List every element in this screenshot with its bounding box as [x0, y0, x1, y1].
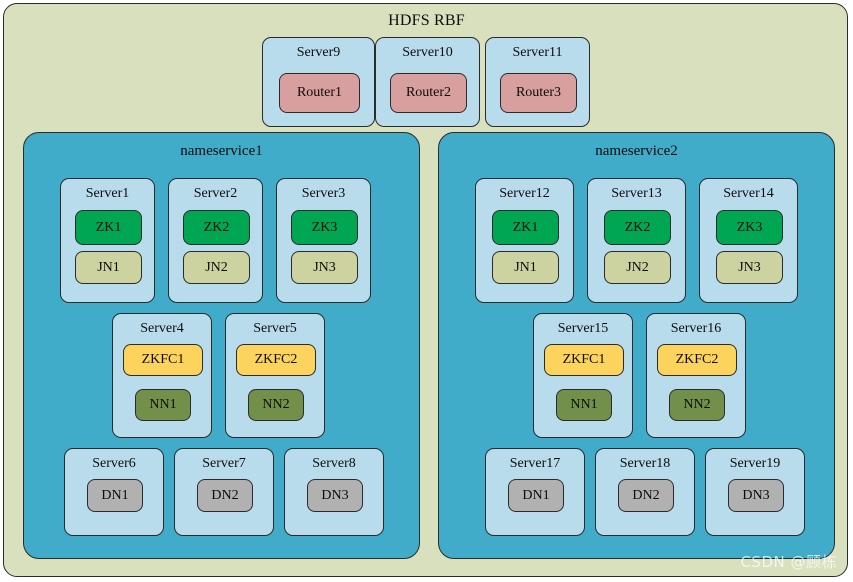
server-label: Server19 [729, 456, 781, 471]
server-label: Server10 [402, 45, 453, 60]
server-label: Server3 [301, 186, 346, 201]
server-label: Server9 [296, 45, 341, 60]
nameservice-label: nameservice2 [595, 143, 678, 159]
service-chip-nn2[interactable]: NN2 [669, 389, 725, 421]
server-card-server17[interactable]: Server17 DN1 [485, 448, 585, 536]
server-card-server9[interactable]: Server9 Router1 [262, 37, 375, 127]
service-chip-jn1[interactable]: JN1 [492, 251, 559, 284]
server-label: Server4 [140, 321, 184, 336]
service-chip-zk1[interactable]: ZK1 [75, 210, 142, 245]
server-label: Server2 [193, 186, 238, 201]
service-chip-jn2[interactable]: JN2 [183, 251, 250, 284]
service-chip-zkfc2[interactable]: ZKFC2 [657, 344, 737, 376]
hdfs-rbf-container: HDFS RBF Server9 Router1 Server10 Router… [3, 3, 848, 577]
server-label: Server1 [85, 186, 130, 201]
service-chip-zk2[interactable]: ZK2 [604, 210, 671, 245]
nameservice-panel-1: nameservice1 Server1 ZK1 JN1 Server2 ZK2… [23, 132, 420, 559]
service-chip-jn3[interactable]: JN3 [291, 251, 358, 284]
service-chip-dn1[interactable]: DN1 [87, 479, 143, 512]
service-chip-zkfc1[interactable]: ZKFC1 [123, 344, 203, 376]
service-chip-zkfc1[interactable]: ZKFC1 [544, 344, 624, 376]
server-card-server15[interactable]: Server15 ZKFC1 NN1 [533, 313, 633, 438]
service-chip-zk3[interactable]: ZK3 [291, 210, 358, 245]
server-card-server4[interactable]: Server4 ZKFC1 NN1 [112, 313, 212, 438]
server-card-server18[interactable]: Server18 DN2 [595, 448, 695, 536]
service-chip-dn1[interactable]: DN1 [508, 479, 564, 512]
server-card-server7[interactable]: Server7 DN2 [174, 448, 274, 536]
page-title: HDFS RBF [388, 12, 465, 29]
service-chip-dn3[interactable]: DN3 [307, 479, 363, 512]
service-chip-nn1[interactable]: NN1 [135, 389, 191, 421]
server-label: Server7 [202, 456, 246, 471]
service-chip-nn1[interactable]: NN1 [556, 389, 612, 421]
server-card-server12[interactable]: Server12 ZK1 JN1 [475, 178, 574, 303]
service-chip-zk3[interactable]: ZK3 [716, 210, 783, 245]
server-label: Server8 [312, 456, 356, 471]
service-chip-dn3[interactable]: DN3 [728, 479, 784, 512]
service-chip-dn2[interactable]: DN2 [618, 479, 674, 512]
server-label: Server5 [253, 321, 297, 336]
service-chip-zkfc2[interactable]: ZKFC2 [236, 344, 316, 376]
server-card-server2[interactable]: Server2 ZK2 JN2 [168, 178, 263, 303]
service-chip-jn1[interactable]: JN1 [75, 251, 142, 284]
server-card-server5[interactable]: Server5 ZKFC2 NN2 [225, 313, 325, 438]
service-chip-nn2[interactable]: NN2 [248, 389, 304, 421]
service-chip-jn2[interactable]: JN2 [604, 251, 671, 284]
server-card-server8[interactable]: Server8 DN3 [284, 448, 384, 536]
server-card-server13[interactable]: Server13 ZK2 JN2 [587, 178, 686, 303]
nameservice-panel-2: nameservice2 Server12 ZK1 JN1 Server13 Z… [438, 132, 835, 559]
server-label: Server12 [499, 186, 550, 201]
server-label: Server15 [557, 321, 609, 336]
server-label: Server18 [619, 456, 671, 471]
server-label: Server11 [512, 45, 563, 60]
server-label: Server13 [611, 186, 662, 201]
service-chip-zk1[interactable]: ZK1 [492, 210, 559, 245]
server-card-server16[interactable]: Server16 ZKFC2 NN2 [646, 313, 746, 438]
server-label: Server6 [92, 456, 136, 471]
service-chip-router3[interactable]: Router3 [500, 73, 577, 113]
service-chip-router1[interactable]: Router1 [279, 73, 360, 113]
server-label: Server14 [723, 186, 774, 201]
service-chip-dn2[interactable]: DN2 [197, 479, 253, 512]
service-chip-router2[interactable]: Router2 [390, 73, 467, 113]
server-card-server1[interactable]: Server1 ZK1 JN1 [60, 178, 155, 303]
server-card-server6[interactable]: Server6 DN1 [64, 448, 164, 536]
server-card-server14[interactable]: Server14 ZK3 JN3 [699, 178, 798, 303]
server-card-server11[interactable]: Server11 Router3 [485, 37, 590, 127]
server-card-server3[interactable]: Server3 ZK3 JN3 [276, 178, 371, 303]
server-label: Server17 [509, 456, 561, 471]
server-label: Server16 [670, 321, 722, 336]
nameservice-label: nameservice1 [180, 143, 263, 159]
service-chip-zk2[interactable]: ZK2 [183, 210, 250, 245]
server-card-server19[interactable]: Server19 DN3 [705, 448, 805, 536]
server-card-server10[interactable]: Server10 Router2 [375, 37, 480, 127]
service-chip-jn3[interactable]: JN3 [716, 251, 783, 284]
